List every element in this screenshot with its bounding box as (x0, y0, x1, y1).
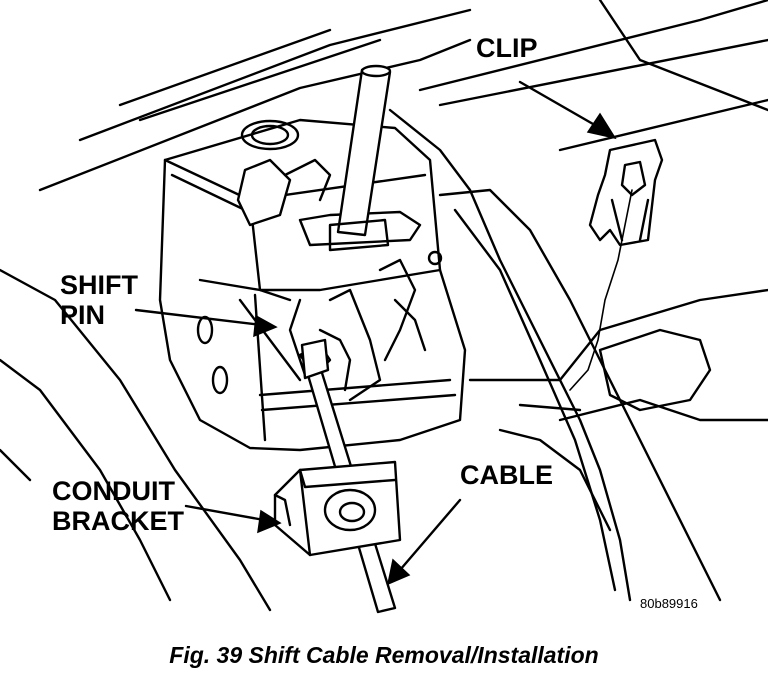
conduit-bracket-label: CONDUIT BRACKET (52, 476, 184, 536)
shift-pin-label-line1: SHIFT (60, 270, 138, 300)
shift-lever (328, 64, 392, 252)
conduit-bracket-drawing (273, 460, 402, 557)
clip-drawing (569, 138, 664, 391)
shifter-housing (158, 118, 467, 452)
leader-arrows (134, 80, 617, 586)
figure-caption: Fig. 39 Shift Cable Removal/Installation (169, 642, 599, 668)
figure-code: 80b89916 (640, 596, 698, 611)
shift-pin-label-line2: PIN (60, 300, 106, 330)
conduit-bracket-label-line1: CONDUIT (52, 476, 175, 506)
clip-label: CLIP (476, 33, 538, 63)
cable-label: CABLE (460, 460, 553, 490)
shift-pin-label: SHIFT PIN (60, 270, 138, 330)
console-outline (0, 0, 768, 612)
conduit-bracket-label-line2: BRACKET (52, 506, 184, 536)
